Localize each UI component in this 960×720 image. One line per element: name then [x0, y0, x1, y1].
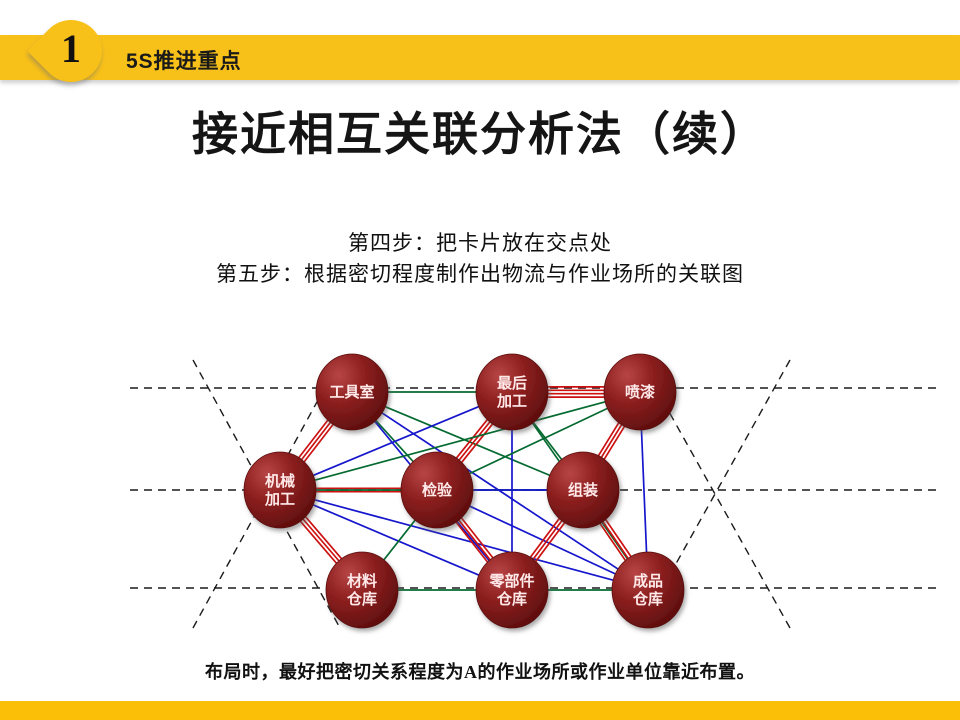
link-strand [296, 415, 336, 467]
link-strand [453, 513, 496, 567]
relationship-links [293, 386, 648, 591]
node-ellipse [475, 551, 549, 629]
link-machining-to-inspect [308, 487, 409, 493]
badge-number: 1 [61, 26, 81, 71]
footer-caption: 布局时，最好把密切关系程度为A的作业场所或作业单位靠近布置。 [205, 662, 755, 682]
node-label: 成品 [633, 572, 663, 590]
link-strand [596, 417, 627, 465]
node-ellipse [243, 451, 317, 529]
link-tool-to-machining [293, 413, 339, 469]
link-strand [599, 419, 630, 466]
node-label: 喷漆 [625, 383, 655, 401]
section-title: 5S推进重点 [126, 50, 242, 73]
link-strand [593, 416, 624, 463]
link-machining-to-finished [307, 497, 621, 583]
node-ellipse [611, 551, 685, 629]
link-strand [307, 497, 621, 583]
link-final-to-paint [540, 386, 612, 398]
link-strand [375, 408, 625, 574]
node-label: 加工 [264, 491, 295, 508]
relationship-diagram: 工具室最后加工喷漆机械加工检验组装材料仓库零部件仓库成品仓库 [0, 340, 960, 650]
diagram-canvas: 工具室最后加工喷漆机械加工检验组装材料仓库零部件仓库成品仓库 [130, 353, 940, 629]
node-assembly: 组装 [546, 451, 620, 529]
link-machining-to-material [294, 510, 348, 570]
page-title: 接近相互关联分析法（续） [192, 108, 768, 160]
node-label: 加工 [496, 393, 527, 410]
node-ellipse [325, 551, 399, 629]
link-strand [307, 399, 613, 483]
node-tool: 工具室 [315, 353, 389, 431]
link-inspect-to-parts [450, 511, 499, 569]
node-label: 最后 [497, 374, 527, 392]
link-strand [527, 514, 568, 566]
node-ellipse [546, 451, 620, 529]
link-machining-to-parts [306, 501, 486, 579]
link-strand [453, 415, 496, 467]
node-label: 检验 [422, 481, 453, 499]
node-label: 机械 [265, 472, 295, 490]
step-line-5: 第五步：根据密切程度制作出物流与作业场所的关联图 [216, 262, 744, 286]
link-strand [462, 404, 615, 478]
node-label: 仓库 [346, 590, 377, 608]
link-tool-to-finished [375, 408, 625, 574]
link-final-to-inspect [451, 413, 498, 469]
link-strand [525, 512, 565, 564]
link-strand [456, 511, 499, 565]
node-label: 组装 [568, 481, 599, 499]
node-label: 工具室 [329, 383, 374, 401]
link-tool-to-assembly [378, 403, 557, 479]
node-ellipse [603, 353, 677, 431]
link-strand [297, 512, 345, 568]
link-strand [299, 417, 339, 469]
link-inspect-to-material [378, 513, 421, 567]
node-ellipse [475, 353, 549, 431]
link-strand [451, 413, 493, 465]
node-paint: 喷漆 [603, 353, 677, 431]
step-line-4: 第四步：把卡片放在交点处 [348, 231, 612, 255]
node-label: 仓库 [496, 590, 527, 608]
steps-block: 第四步：把卡片放在交点处 第五步：根据密切程度制作出物流与作业场所的关联图 [0, 228, 960, 290]
link-strand [450, 515, 493, 569]
link-strand [378, 403, 557, 479]
link-strand [640, 422, 648, 560]
link-strand [597, 515, 634, 565]
link-strand [300, 510, 348, 565]
link-strand [528, 416, 567, 466]
link-strand [456, 417, 498, 469]
node-ellipse [315, 353, 389, 431]
link-final-to-assembly [528, 416, 567, 466]
grid-line-diagonal-0 [192, 359, 341, 629]
link-strand [378, 513, 421, 567]
node-label: 仓库 [632, 590, 663, 608]
link-strand [530, 516, 570, 568]
link-strand [306, 501, 486, 579]
diagram-nodes: 工具室最后加工喷漆机械加工检验组装材料仓库零部件仓库成品仓库 [243, 353, 685, 629]
link-strand [600, 513, 636, 564]
link-strand [595, 516, 631, 567]
header-bar [0, 35, 960, 80]
link-assembly-to-finished [595, 513, 636, 567]
link-paint-to-machining [307, 399, 613, 483]
link-paint-to-inspect [462, 404, 615, 478]
node-label: 零部件 [488, 572, 534, 590]
link-final-to-machining [306, 403, 486, 479]
node-inspect: 检验 [400, 451, 474, 529]
link-strand [306, 403, 486, 479]
node-ellipse [400, 451, 474, 529]
section-number-badge: 1 [27, 7, 115, 95]
footer-bar [0, 701, 960, 720]
link-assembly-to-parts [525, 512, 570, 568]
node-label: 材料 [347, 572, 377, 590]
link-strand [294, 515, 342, 570]
link-strand [293, 413, 333, 465]
link-paint-to-finished [640, 422, 648, 560]
link-paint-to-assembly [593, 416, 630, 466]
grid-line-diagonal-1 [192, 359, 341, 629]
